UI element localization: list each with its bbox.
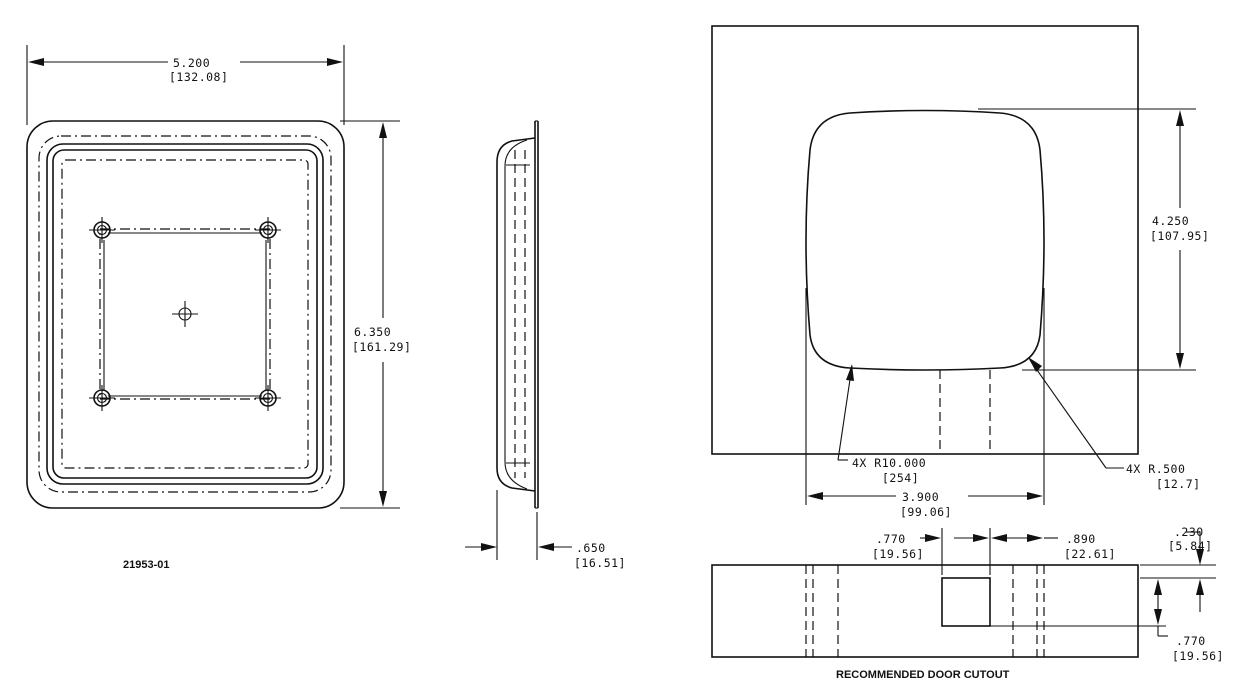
depth-inch-label: .650 (576, 541, 606, 555)
top-offset-mm-label: [5.84] (1168, 539, 1213, 553)
height-mm-label: [161.29] (352, 340, 411, 354)
mounting-hole-icon (89, 217, 115, 243)
bottom-offset-mm-label: [19.56] (1172, 649, 1224, 663)
mounting-hole-icon (89, 385, 115, 411)
small-radius-label: 4X R.500 (1126, 462, 1185, 476)
recess-inner-outline (52, 149, 318, 479)
arrow-head (1196, 579, 1204, 595)
arrow-head (1176, 110, 1184, 126)
arrow-head (538, 543, 554, 551)
plate-outline (26, 120, 345, 509)
cutout-shape (805, 109, 1045, 371)
large-radius-mm-label: [254] (882, 471, 919, 485)
mounting-square-phantom (99, 228, 271, 400)
width-mm-label: [132.08] (169, 70, 228, 84)
left-offset-mm-label: [19.56] (872, 547, 924, 561)
recess-outline (46, 143, 324, 485)
left-offset-inch-label: .770 (876, 532, 906, 546)
door-panel-outline (711, 25, 1139, 455)
front-view: 5.200 [132.08] (26, 45, 411, 571)
recess-hidden-line (61, 159, 309, 469)
center-mark-icon (172, 301, 198, 327)
door-edge-outline (711, 564, 1139, 658)
arrow-head (28, 58, 44, 66)
arrow-head (991, 534, 1007, 542)
small-radius-mm-label: [12.7] (1156, 477, 1201, 491)
cutout-height-mm-label: [107.95] (1150, 229, 1209, 243)
right-offset-inch-label: .890 (1066, 532, 1096, 546)
bottom-view: .770 [19.56] .890 [22.61] .230 [5.84] .7… (711, 525, 1224, 681)
arrow-head (807, 492, 823, 500)
body-profile (496, 137, 536, 492)
flange-phantom-line (38, 135, 332, 493)
large-radius-label: 4X R10.000 (852, 456, 926, 470)
height-inch-label: 6.350 (354, 325, 391, 339)
leader-line (1029, 359, 1107, 469)
arrow-head (1154, 579, 1162, 595)
mounting-hole-icon (255, 217, 281, 243)
mounting-hole-icon (255, 385, 281, 411)
arrow-head (1176, 353, 1184, 369)
cutout-width-inch-label: 3.900 (902, 490, 939, 504)
cutout-caption: RECOMMENDED DOOR CUTOUT (836, 669, 1010, 681)
arrow-head (379, 491, 387, 507)
arrow-head (379, 122, 387, 138)
cutout-view: 4.250 [107.95] 4X R10.000 [254] 4X R.500… (711, 25, 1209, 519)
arrow-head (925, 534, 941, 542)
body-inner-profile (504, 139, 528, 490)
part-number: 21953-01 (123, 559, 170, 571)
width-inch-label: 5.200 (173, 56, 210, 70)
bottom-offset-inch-label: .770 (1176, 634, 1206, 648)
side-view: .650 [16.51] (465, 120, 626, 570)
arrow-head (1154, 609, 1162, 625)
top-offset-inch-label: .230 (1174, 525, 1204, 539)
arrow-head (481, 543, 497, 551)
arrow-head (973, 534, 989, 542)
arrow-head (1027, 492, 1043, 500)
cutout-height-inch-label: 4.250 (1152, 214, 1189, 228)
arrow-head (327, 58, 343, 66)
depth-mm-label: [16.51] (574, 556, 626, 570)
arrow-head (1027, 534, 1043, 542)
arrow-head (1196, 549, 1204, 565)
arrow-head (846, 364, 854, 381)
right-offset-mm-label: [22.61] (1064, 547, 1116, 561)
arrow-head (1028, 357, 1042, 372)
latch-cutout (941, 577, 991, 627)
cutout-width-mm-label: [99.06] (900, 505, 952, 519)
leader-line (837, 365, 853, 461)
